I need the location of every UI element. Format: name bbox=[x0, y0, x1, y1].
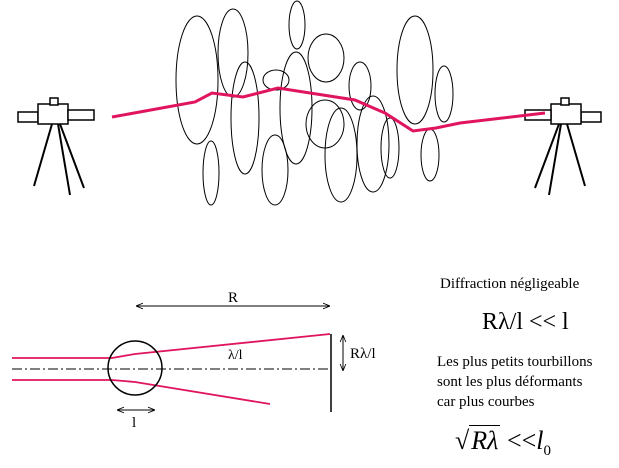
eddy-circle bbox=[107, 340, 163, 396]
label-R: R bbox=[228, 290, 238, 306]
description-line-2: sont les plus déformants bbox=[437, 374, 583, 390]
eddy bbox=[420, 128, 440, 182]
condition-formula: Rλ/l << l bbox=[482, 309, 569, 335]
fresnel-formula: √Rλ <<l0 bbox=[455, 425, 552, 460]
eddy bbox=[202, 140, 220, 206]
eddy bbox=[380, 117, 400, 179]
eddy bbox=[217, 8, 249, 98]
eddy bbox=[348, 61, 372, 111]
diffraction-beams bbox=[12, 333, 331, 405]
eddy bbox=[307, 33, 345, 83]
eddy bbox=[396, 15, 434, 125]
sqrt-sign: √ bbox=[455, 426, 470, 455]
turbulence-eddies bbox=[175, 0, 454, 206]
label-R-lambda-over-l: Rλ/l bbox=[350, 346, 376, 362]
inner-scale-subscript: 0 bbox=[543, 443, 552, 460]
diffraction-title: Diffraction négligeable bbox=[440, 276, 580, 292]
description-line-1: Les plus petits tourbillons bbox=[437, 354, 593, 370]
eddy bbox=[261, 134, 289, 206]
label-lambda-over-l: λ/l bbox=[228, 348, 243, 363]
eddy bbox=[324, 107, 358, 203]
inner-scale: l bbox=[536, 426, 544, 455]
eddy bbox=[356, 95, 390, 193]
distorted-beam bbox=[111, 86, 546, 133]
eddy bbox=[279, 51, 313, 165]
tripod-receiver-icon bbox=[524, 97, 602, 196]
radicand: Rλ bbox=[469, 425, 501, 455]
description-line-3: car plus courbes bbox=[437, 394, 535, 410]
eddy bbox=[434, 65, 454, 123]
eddy bbox=[288, 0, 306, 50]
label-l: l bbox=[132, 415, 136, 431]
tripod-emitter-icon bbox=[17, 97, 95, 196]
eddy bbox=[230, 61, 260, 175]
eddy bbox=[175, 15, 219, 145]
much-less-than: << bbox=[506, 426, 537, 455]
